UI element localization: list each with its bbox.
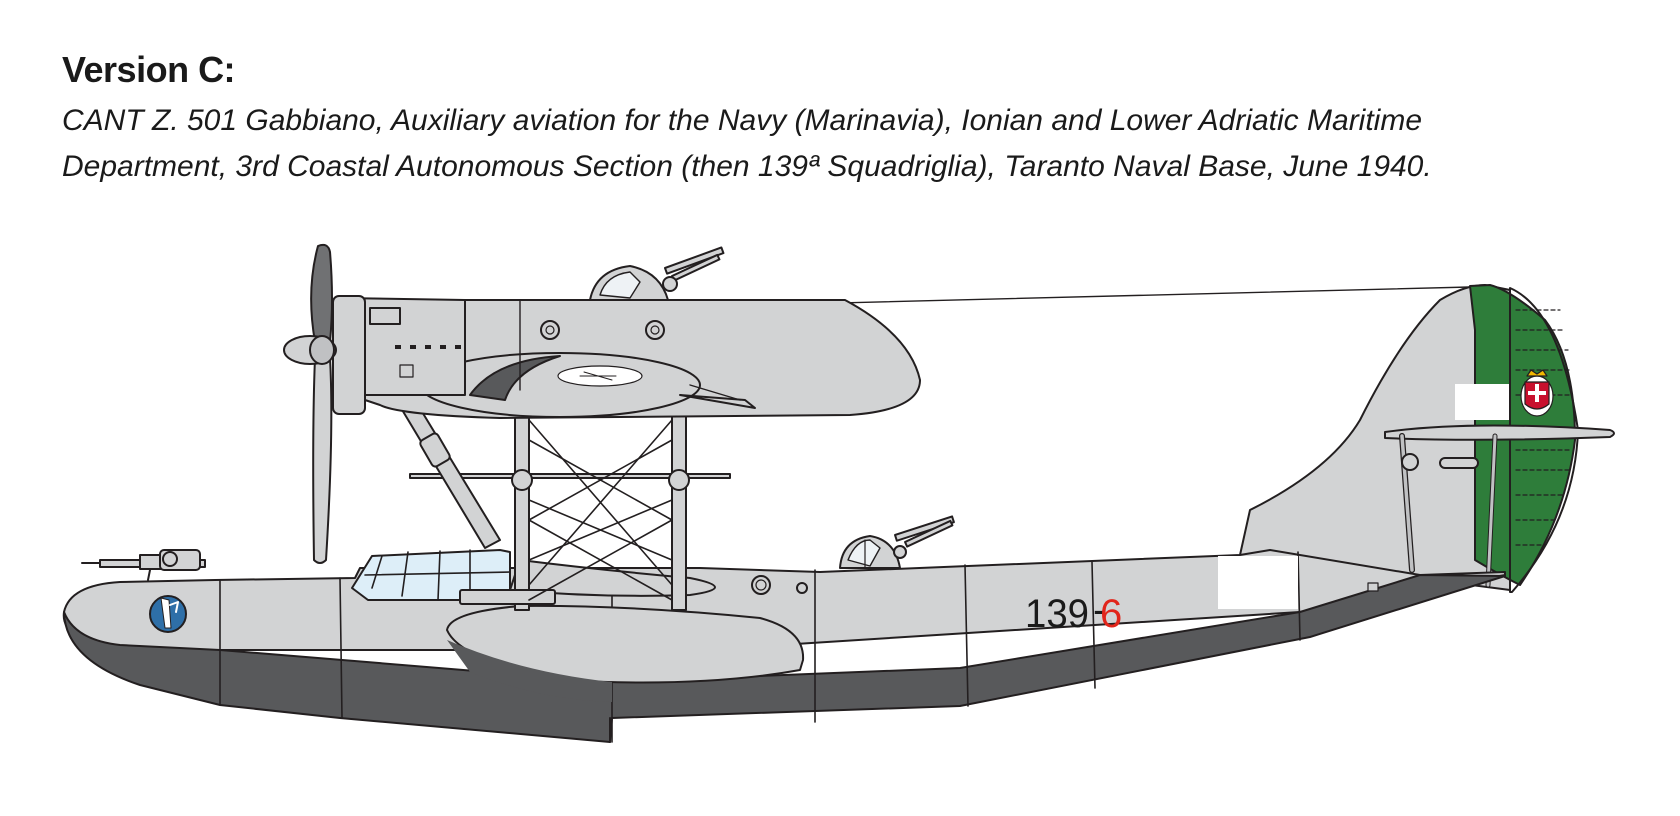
fuselage-code: 139 - 6: [1025, 588, 1122, 636]
hull-porthole-2: [796, 582, 808, 594]
hull-porthole-1: [751, 575, 771, 595]
wing-underside-dark-panel: [469, 355, 561, 401]
hull-white-panel: [1218, 556, 1298, 609]
wing-root-fairing: [509, 559, 716, 597]
wing-gun-turret: [589, 246, 725, 301]
savoy-cross-icon: [1520, 369, 1554, 417]
bow-machine-gun: [81, 549, 206, 581]
engine-vents: [395, 345, 461, 349]
squadron-insignia-icon: [149, 595, 187, 633]
description-line-2: Department, 3rd Coastal Autonomous Secti…: [62, 150, 1432, 183]
code-individual-number: 6: [1100, 592, 1122, 636]
wing-inspection-2: [645, 320, 665, 340]
tail-fitting: [1439, 457, 1479, 469]
engine-cowling-front: [332, 295, 366, 415]
propeller-icon: [283, 243, 337, 564]
dorsal-gun-turret: [839, 515, 955, 569]
bracing-wires: [528, 419, 673, 601]
engine-panel: [399, 364, 414, 378]
rudder-rib-lines: [1515, 309, 1573, 546]
code-dash: -: [1093, 588, 1106, 632]
wing-inspection-1: [540, 320, 560, 340]
engine-exhaust: [369, 307, 401, 325]
code-number: 139: [1025, 592, 1089, 636]
wing-fasces-marking: [579, 371, 617, 381]
version-description: CANT Z. 501 Gabbiano, Auxiliary aviation…: [62, 98, 1622, 190]
description-line-1: CANT Z. 501 Gabbiano, Auxiliary aviation…: [62, 104, 1423, 137]
tail-fin: [1239, 284, 1511, 591]
aileron-hinge: [689, 384, 741, 401]
tailplane: [1384, 424, 1615, 441]
hull-inspection-panel: [1367, 582, 1379, 592]
aileron: [679, 394, 756, 409]
version-title: Version C:: [62, 49, 236, 90]
rudder-white-band: [1455, 384, 1510, 420]
tail-light: [1401, 453, 1419, 471]
